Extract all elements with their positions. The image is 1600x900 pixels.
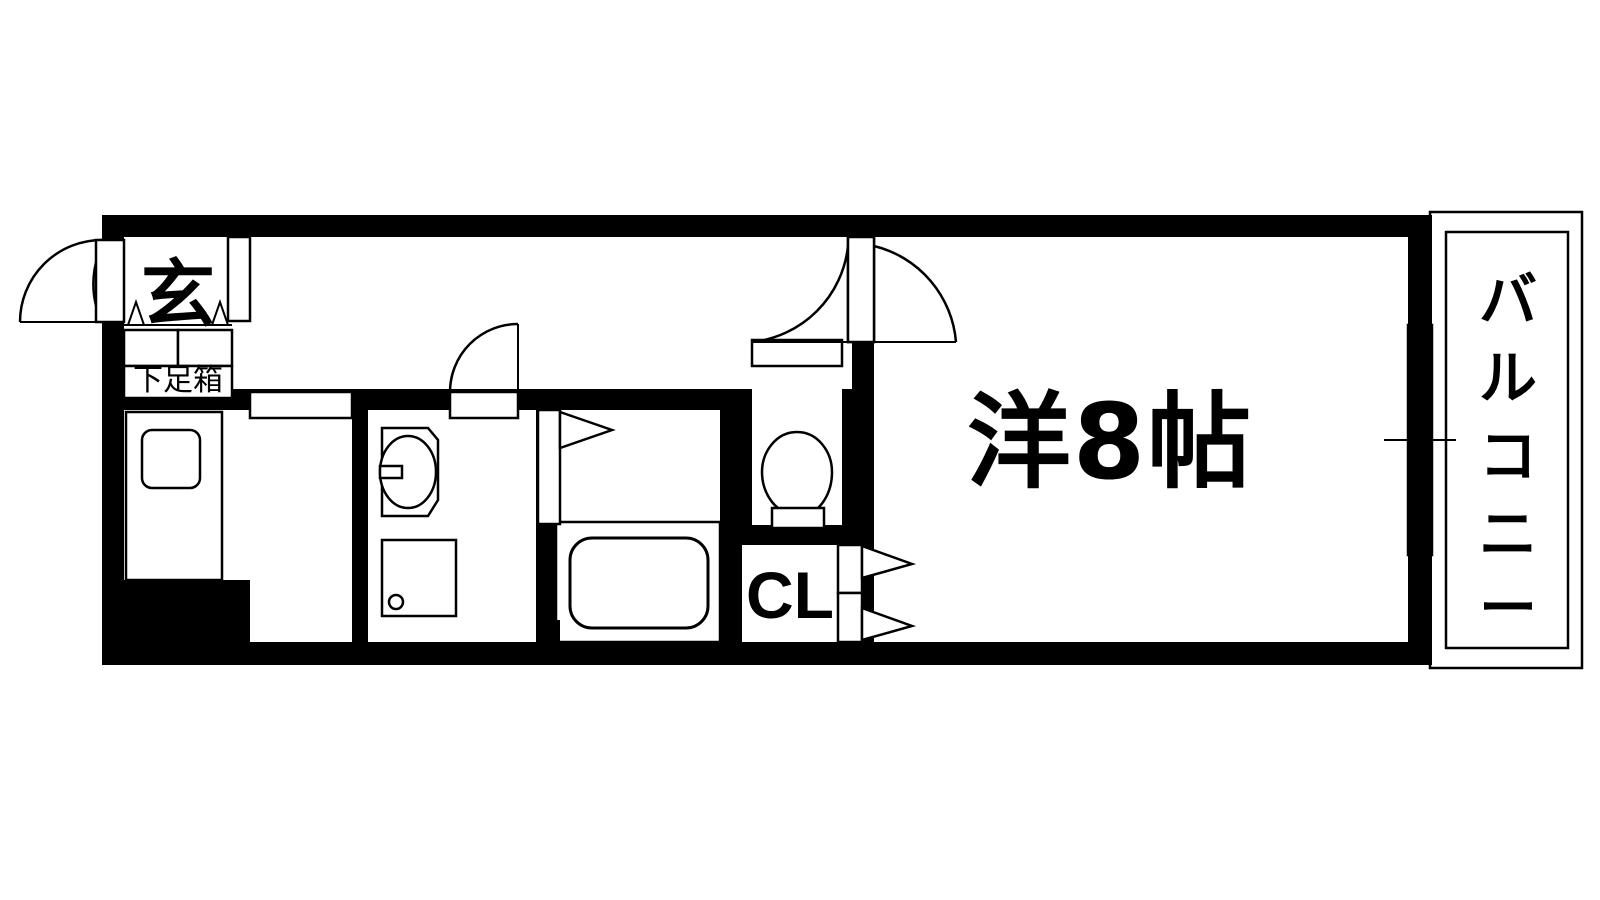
closet-slide-arrow-top [860, 544, 917, 580]
room-kitchen-corridor [250, 410, 352, 642]
toilet-base [770, 506, 826, 530]
label-balcony-char-0: バ [1479, 266, 1537, 334]
genkan-jamb-right [226, 235, 252, 323]
bath-group [536, 408, 722, 644]
room-living [874, 237, 1408, 642]
label-entrance: 玄 [141, 252, 215, 338]
closet-slide-arrow-bottom [860, 606, 917, 642]
label-balcony-char-2: コ [1479, 422, 1537, 490]
bath-wall-nib [536, 620, 560, 642]
label-balcony-char-4: ー [1479, 574, 1537, 642]
kitchen-group [102, 390, 354, 665]
label-balcony-char-1: ル [1479, 344, 1537, 412]
washer-drain [387, 593, 405, 611]
entrance-door[interactable] [18, 238, 126, 324]
washer-pan-tray [380, 538, 458, 618]
washroom-group [378, 322, 520, 618]
bath-door-panel[interactable] [536, 408, 562, 526]
toilet-header [750, 338, 844, 368]
shoe-cabinet-label-box [122, 364, 234, 400]
label-shoe-box: 下足箱 [133, 363, 223, 398]
washroom-door[interactable] [448, 322, 520, 420]
shoe-cabinet-right [176, 328, 234, 368]
bath-door[interactable] [536, 408, 616, 526]
balcony-group: バ ル コ ニ ー [1384, 210, 1584, 670]
wash-basin [378, 426, 440, 518]
agarikamachi-step [124, 298, 232, 326]
living-door-leaf[interactable] [846, 235, 876, 344]
label-closet: CL [746, 558, 834, 632]
closet-door-panel-bottom[interactable] [836, 591, 864, 644]
closet-door[interactable] [836, 543, 917, 644]
entrance-door-leaf[interactable] [94, 238, 126, 324]
closet-door-panel-top[interactable] [836, 543, 864, 595]
bath-door-slide-arrow [558, 410, 616, 450]
basin-faucet [378, 464, 404, 480]
balcony-wall-stub-top [1408, 215, 1432, 325]
structural-block-kitchen [102, 580, 250, 665]
balcony-door[interactable] [1384, 323, 1456, 557]
closet-group: CL [746, 543, 917, 644]
living-door[interactable] [846, 235, 958, 344]
label-balcony-char-3: ニ [1479, 500, 1537, 568]
washer-pan [380, 538, 458, 618]
kitchen-sink [140, 428, 202, 490]
shoe-cabinet [122, 328, 234, 400]
entrance-group: 玄 下足箱 [18, 235, 252, 400]
room-closet [742, 545, 852, 642]
kitchen-pass-through [248, 390, 354, 420]
bathtub [568, 536, 710, 630]
washroom-door-leaf[interactable] [448, 390, 520, 420]
balcony-wall-stub-bottom [1408, 555, 1432, 665]
label-main-room: 洋8帖 [967, 381, 1253, 503]
